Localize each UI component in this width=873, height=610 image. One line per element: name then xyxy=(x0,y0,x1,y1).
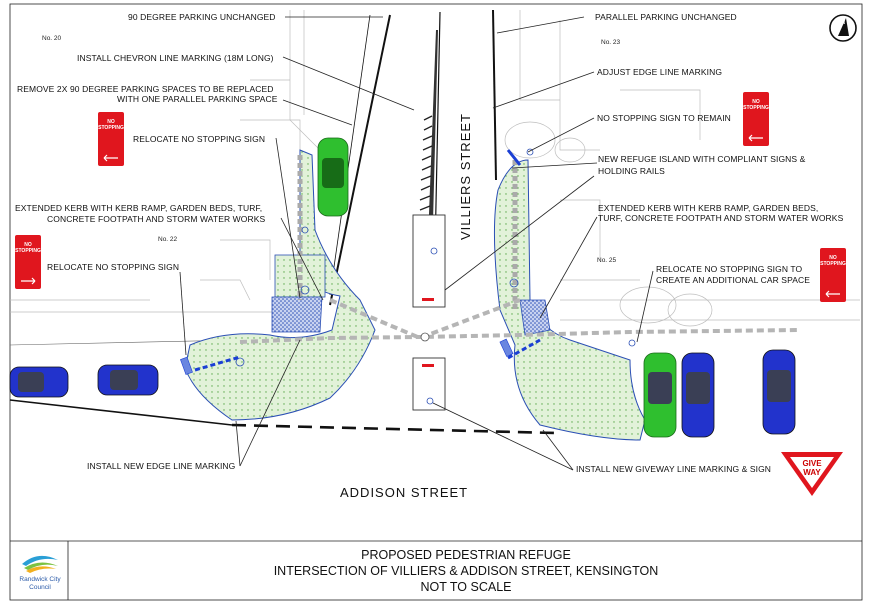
label-remove-parking-2: WITH ONE PARALLEL PARKING SPACE xyxy=(117,94,278,104)
lot-numbers: No. 20 No. 22 No. 23 No. 25 xyxy=(42,35,621,264)
council-logo: Randwick City Council xyxy=(19,555,61,591)
label-refuge-1: NEW REFUGE ISLAND WITH COMPLIANT SIGNS & xyxy=(598,154,806,164)
label-remove-parking-1: REMOVE 2X 90 DEGREE PARKING SPACES TO BE… xyxy=(17,84,274,94)
label-90-parking: 90 DEGREE PARKING UNCHANGED xyxy=(128,12,276,22)
no-stopping-sign-top-left: NO STOPPING xyxy=(98,112,124,166)
title-line-1: PROPOSED PEDESTRIAN REFUGE xyxy=(361,548,571,562)
title-line-2: INTERSECTION OF VILLIERS & ADDISON STREE… xyxy=(274,564,659,578)
label-relocate-top: RELOCATE NO STOPPING SIGN xyxy=(133,134,265,144)
svg-text:NO: NO xyxy=(752,99,760,105)
car-green-villiers xyxy=(317,137,349,217)
svg-text:STOPPING: STOPPING xyxy=(743,105,769,111)
svg-text:NO: NO xyxy=(107,119,115,125)
label-chevron: INSTALL CHEVRON LINE MARKING (18M LONG) xyxy=(77,53,274,63)
kerb-ramp-right xyxy=(499,338,514,357)
leader-lines xyxy=(179,16,654,471)
north-arrow-icon: N xyxy=(829,14,857,42)
street-name-villiers: VILLIERS STREET xyxy=(458,113,473,240)
car-blue-right-2 xyxy=(762,349,796,435)
label-kerb-right-1: EXTENDED KERB WITH KERB RAMP, GARDEN BED… xyxy=(598,203,818,213)
label-relocate-right-1: RELOCATE NO STOPPING SIGN TO xyxy=(656,264,803,274)
no-stopping-sign-right: NO STOPPING xyxy=(820,248,846,302)
svg-text:NO: NO xyxy=(829,255,837,261)
no-stopping-sign-top-right: NO STOPPING xyxy=(743,92,769,146)
label-refuge-2: HOLDING RAILS xyxy=(598,166,665,176)
label-relocate-right-2: CREATE AN ADDITIONAL CAR SPACE xyxy=(656,275,810,285)
svg-text:Randwick City: Randwick City xyxy=(19,576,61,583)
svg-text:STOPPING: STOPPING xyxy=(820,261,846,267)
car-blue-left-2 xyxy=(97,364,159,396)
title-line-3: NOT TO SCALE xyxy=(420,580,511,594)
no-stopping-sign-left: NO STOPPING xyxy=(15,235,41,289)
label-kerb-left-1: EXTENDED KERB WITH KERB RAMP, GARDEN BED… xyxy=(15,203,262,213)
svg-text:No. 23: No. 23 xyxy=(601,39,621,46)
svg-text:Council: Council xyxy=(29,584,51,591)
holding-rails xyxy=(194,149,541,372)
label-giveway: INSTALL NEW GIVEWAY LINE MARKING & SIGN xyxy=(576,464,771,474)
svg-text:N: N xyxy=(841,20,845,26)
sheet-border xyxy=(9,3,863,601)
svg-text:NO: NO xyxy=(24,242,32,248)
svg-text:No. 22: No. 22 xyxy=(158,236,178,243)
street-name-addison: ADDISON STREET xyxy=(340,485,468,500)
label-parallel-parking: PARALLEL PARKING UNCHANGED xyxy=(595,12,737,22)
label-kerb-right-2: TURF, CONCRETE FOOTPATH AND STORM WATER … xyxy=(598,213,844,223)
title-block: PROPOSED PEDESTRIAN REFUGE INTERSECTION … xyxy=(10,540,862,600)
label-adjust-edge: ADJUST EDGE LINE MARKING xyxy=(597,67,722,77)
label-relocate-left: RELOCATE NO STOPPING SIGN xyxy=(47,262,179,272)
right-kerb-extension xyxy=(493,148,646,441)
svg-text:No. 25: No. 25 xyxy=(597,257,617,264)
kerb-ramp-left xyxy=(180,356,193,375)
svg-text:WAY: WAY xyxy=(803,468,821,477)
pedestrian-path xyxy=(239,298,801,344)
left-kerb-extension xyxy=(184,149,376,421)
label-no-stopping-remain: NO STOPPING SIGN TO REMAIN xyxy=(597,113,731,123)
give-way-sign: GIVE WAY xyxy=(781,452,843,496)
svg-text:STOPPING: STOPPING xyxy=(15,248,41,254)
svg-text:GIVE: GIVE xyxy=(802,459,822,468)
svg-text:No. 20: No. 20 xyxy=(42,35,62,42)
car-blue-left-1 xyxy=(9,366,69,398)
refuge-island xyxy=(412,214,446,411)
crossing-node xyxy=(420,332,430,342)
car-green-addison xyxy=(643,352,677,438)
svg-text:STOPPING: STOPPING xyxy=(98,125,124,131)
label-kerb-left-2: CONCRETE FOOTPATH AND STORM WATER WORKS xyxy=(47,214,266,224)
car-blue-right-1 xyxy=(681,352,715,438)
label-edge-line: INSTALL NEW EDGE LINE MARKING xyxy=(87,461,235,471)
annotations: 90 DEGREE PARKING UNCHANGED PARALLEL PAR… xyxy=(15,12,844,474)
